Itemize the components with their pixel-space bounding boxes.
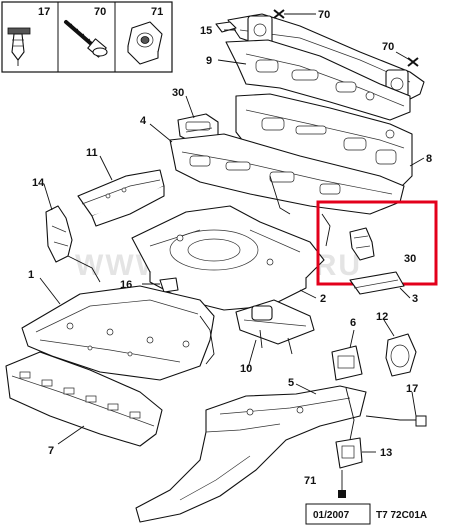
- part-bracket-14: [45, 205, 101, 283]
- fastener-legend: [1, 1, 173, 73]
- part-rear-panel-lower: [169, 133, 405, 215]
- callout-70-legend: 70: [94, 6, 106, 18]
- callout-71-legend: 71: [151, 6, 163, 18]
- callout-13: 13: [380, 447, 392, 459]
- callout-71-small: 71: [304, 475, 316, 487]
- part-rear-trim-3: [349, 271, 405, 295]
- fastener-marker-17: [365, 415, 427, 427]
- leader-lines: [39, 29, 425, 453]
- flange-nut-icon: [127, 21, 163, 65]
- footer-date-box: [305, 503, 371, 525]
- callout-70-right: 70: [382, 41, 394, 53]
- callout-70-top: 70: [318, 9, 330, 21]
- callout-10: 10: [240, 363, 252, 375]
- footer-date: 01/2007: [313, 510, 350, 521]
- callout-4: 4: [140, 115, 147, 127]
- callout-5: 5: [288, 377, 294, 389]
- callout-8: 8: [426, 153, 432, 165]
- callout-30-top: 30: [172, 87, 184, 99]
- part-side-sill: [5, 351, 163, 447]
- callout-12: 12: [376, 311, 388, 323]
- footer-ref: T7 72C01A: [376, 510, 427, 521]
- part-upper-rear-panel: [225, 39, 411, 121]
- callout-1: 1: [28, 269, 34, 281]
- callout-14: 14: [32, 177, 45, 189]
- bolt-marker-70a: [273, 9, 316, 19]
- callout-17-legend: 17: [38, 6, 50, 18]
- callout-3: 3: [412, 293, 418, 305]
- footer: 01/2007 T7 72C01A: [305, 503, 427, 525]
- callout-15: 15: [200, 25, 212, 37]
- callout-labels: 17 70 71 70 15 70 9 30 4 11 8 14 30 1 16…: [28, 6, 432, 487]
- part-bracket-10: [235, 299, 315, 355]
- screw-icon: [64, 20, 108, 58]
- callout-9: 9: [206, 55, 212, 67]
- callout-16: 16: [120, 279, 132, 291]
- part-bracket-6: [331, 345, 363, 381]
- part-rear-side-member: [135, 385, 367, 523]
- bolt-marker-70b: [395, 51, 419, 67]
- fastener-marker-71: [338, 470, 346, 498]
- callout-6: 6: [350, 317, 356, 329]
- callout-30-highlighted: 30: [404, 253, 416, 265]
- part-cup-12: [385, 333, 417, 377]
- part-crossmember-11: [77, 169, 165, 227]
- part-bracket-16: [142, 277, 179, 293]
- callout-2: 2: [320, 293, 326, 305]
- callout-11: 11: [86, 147, 98, 159]
- callout-17-small: 17: [406, 383, 418, 395]
- clip-fastener-icon: [7, 27, 31, 66]
- callout-7: 7: [48, 445, 54, 457]
- part-bracket-13: [335, 437, 363, 469]
